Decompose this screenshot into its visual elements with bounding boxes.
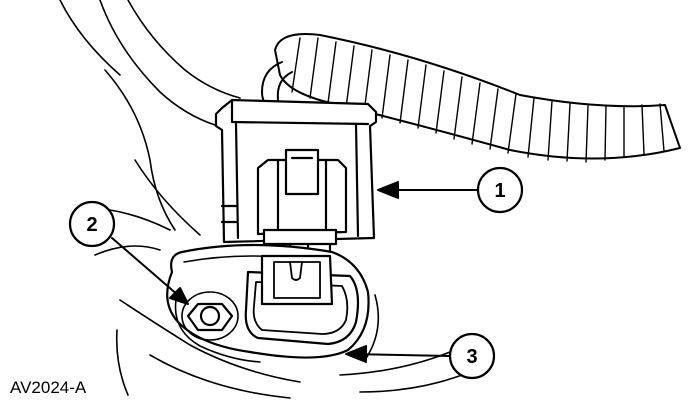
hex-bolt	[181, 291, 239, 341]
callout-2: 2	[68, 200, 116, 248]
callout-3-number: 3	[466, 346, 477, 368]
callout-2-number: 2	[86, 214, 97, 236]
callout-1-number: 1	[494, 180, 505, 202]
callout-3: 3	[448, 332, 496, 380]
figure-reference-label: AV2024-A	[10, 378, 87, 397]
leader-lines	[111, 181, 479, 363]
harness-connector	[214, 98, 378, 264]
callout-1: 1	[476, 166, 524, 214]
